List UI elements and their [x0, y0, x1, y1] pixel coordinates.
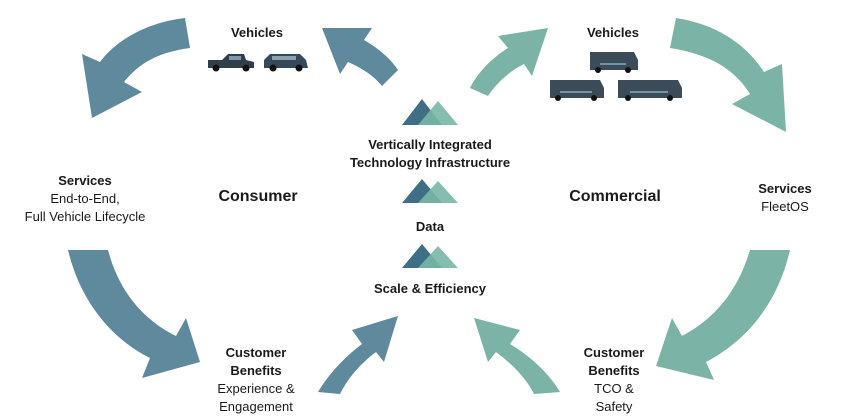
commercial-title: Commercial — [569, 188, 661, 205]
consumer-title: Consumer — [218, 188, 298, 205]
center-item1-line1: Vertically Integrated — [368, 137, 492, 152]
mountain-icon — [402, 99, 458, 125]
consumer-services-line1: End-to-End, — [50, 191, 120, 206]
consumer-vehicles-label: Vehicles — [230, 25, 284, 40]
commercial-arrow-top-right — [670, 18, 786, 132]
consumer-benefits: Customer Benefits Experience & Engagemen… — [200, 344, 312, 416]
consumer-services: Services End-to-End, Full Vehicle Lifecy… — [0, 172, 170, 226]
mountain-icon — [402, 179, 458, 203]
commercial-benefits-title2: Benefits — [588, 363, 640, 378]
commercial-services: Services FleetOS — [740, 180, 830, 216]
commercial-arrow-bottom-right — [656, 250, 790, 380]
consumer-arrow-top-left — [82, 18, 190, 118]
consumer-cycle-arrows — [68, 18, 398, 394]
delivery-van-icon — [590, 52, 638, 73]
consumer-services-line2: Full Vehicle Lifecycle — [24, 209, 146, 224]
commercial-arrow-top-center — [470, 28, 548, 96]
center-item-data: Data — [415, 219, 445, 234]
consumer-benefits-title2: Benefits — [230, 363, 282, 378]
center-item1-line2: Technology Infrastructure — [349, 155, 511, 170]
commercial-vehicles-label: Vehicles — [586, 25, 640, 40]
commercial-cycle-arrows — [470, 18, 790, 394]
mountain-icon — [402, 244, 458, 268]
commercial-services-line1: FleetOS — [761, 199, 809, 214]
commercial-benefits-line1: TCO & — [594, 381, 634, 396]
consumer-arrow-top-center — [322, 28, 398, 86]
consumer-benefits-title1: Customer — [225, 345, 287, 360]
commercial-arrow-bottom-center — [474, 318, 560, 394]
delivery-van-icon — [550, 80, 604, 101]
delivery-van-icon — [618, 80, 682, 101]
commercial-benefits: Customer Benefits TCO & Safety — [566, 344, 662, 416]
consumer-arrow-bottom-center — [318, 316, 398, 394]
suv-icon — [264, 54, 308, 72]
consumer-services-title: Services — [58, 173, 112, 188]
commercial-services-title: Services — [758, 181, 812, 196]
consumer-arrow-bottom-left — [68, 250, 200, 378]
consumer-benefits-line2: Engagement — [219, 399, 293, 414]
pickup-truck-icon — [208, 54, 254, 72]
commercial-benefits-line2: Safety — [595, 399, 633, 414]
center-item-scale: Scale & Efficiency — [374, 281, 486, 296]
commercial-benefits-title1: Customer — [583, 345, 645, 360]
consumer-benefits-line1: Experience & — [217, 381, 295, 396]
center-item-infrastructure: Vertically Integrated Technology Infrast… — [330, 136, 530, 172]
